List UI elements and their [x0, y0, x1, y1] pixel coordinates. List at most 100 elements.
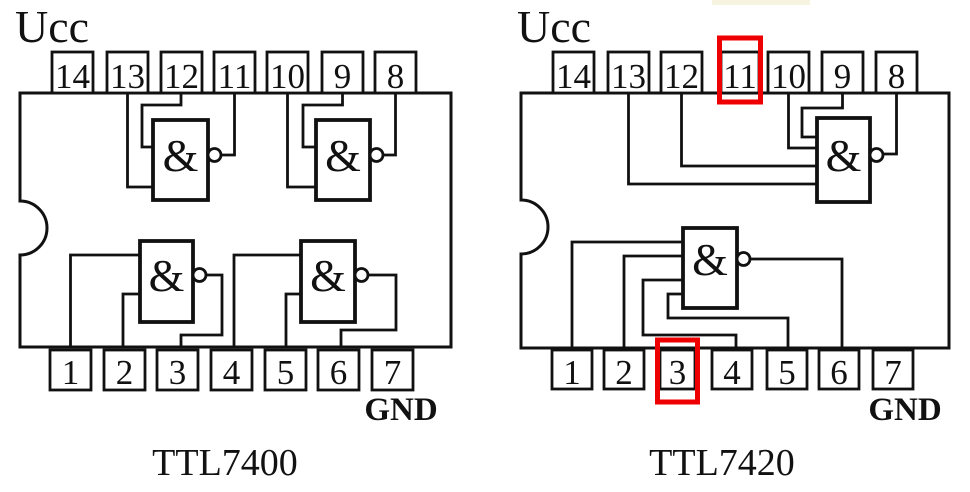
- pin-box: [606, 50, 651, 95]
- gate-box: [138, 239, 195, 324]
- pin-8: 8: [874, 50, 919, 96]
- pin-9: 9: [820, 50, 865, 96]
- pin-box: [159, 50, 204, 95]
- ic-body: [519, 91, 951, 350]
- pin-13: 13: [606, 50, 651, 96]
- pin-box: [550, 348, 594, 391]
- gate-box: [299, 239, 357, 324]
- pin-label: 12: [164, 57, 199, 96]
- wire-pin5-to-gate4: [284, 292, 301, 347]
- gate-box: [151, 118, 210, 202]
- pin-label: 12: [664, 57, 699, 96]
- pin-label: 1: [62, 353, 80, 392]
- and-symbol: &: [163, 130, 199, 181]
- pin-box: [766, 50, 811, 95]
- pin-label: 4: [723, 353, 741, 392]
- wire-pin12-to-gate1: [140, 93, 183, 149]
- pin-10: 10: [766, 50, 811, 96]
- wire-gateA-to-pin8: [883, 93, 898, 156]
- wire-pin12-to-gateA: [680, 93, 817, 168]
- gate-box: [815, 116, 872, 204]
- pin-1: 1: [48, 348, 93, 392]
- pin-5: 5: [263, 348, 308, 392]
- pin-box: [602, 348, 646, 391]
- pin-box: [820, 50, 865, 95]
- gate-box: [681, 226, 739, 310]
- pin-box: [320, 50, 365, 95]
- pin-7: 7: [370, 348, 415, 392]
- pin-label: 2: [615, 353, 633, 392]
- wire-pin10-to-gateA: [787, 93, 817, 150]
- pin-4: 4: [710, 348, 754, 392]
- pin-label: 9: [334, 57, 352, 96]
- pin-box: [212, 50, 257, 95]
- pin-label: 14: [55, 57, 90, 96]
- ic-body: [18, 91, 453, 349]
- inversion-bubble: [206, 147, 223, 163]
- pin-5: 5: [765, 348, 809, 392]
- pin-7: 7: [871, 348, 915, 392]
- pin-label: 13: [110, 57, 145, 96]
- and-symbol: &: [149, 250, 185, 301]
- pin-10: 10: [265, 50, 310, 96]
- pin-label: 2: [116, 353, 134, 392]
- wire-pin4-to-gateB: [641, 278, 738, 348]
- pin-label: 4: [223, 353, 241, 392]
- pin-box: [105, 50, 150, 95]
- pin-box: [48, 348, 93, 392]
- pin-4: 4: [209, 348, 254, 392]
- wire-pin5-to-gateB: [666, 292, 790, 348]
- pin-label: 7: [384, 353, 402, 392]
- inversion-bubble: [735, 251, 752, 267]
- wire-pin9-to-gateA: [800, 93, 844, 139]
- pin-box: [871, 348, 915, 391]
- wire-pin2-to-gateB: [622, 254, 683, 348]
- pin-box: [102, 348, 147, 392]
- highlight-box-pin-11: [717, 35, 763, 105]
- pin-box: [370, 348, 415, 392]
- pin-label: 10: [771, 57, 806, 96]
- pin-box: [373, 50, 418, 95]
- and-symbol: &: [325, 130, 361, 181]
- pin-2: 2: [102, 348, 147, 392]
- pin-9: 9: [320, 50, 365, 96]
- caption: TTL7400: [152, 442, 298, 484]
- pin-label: 11: [218, 57, 252, 96]
- pin-label: 13: [611, 57, 646, 96]
- ttl7400-diagram: Ucc & & &: [15, 1, 453, 484]
- pin-14: 14: [551, 50, 596, 96]
- pin-box: [710, 348, 754, 391]
- pin-12: 12: [159, 50, 204, 96]
- highlight-box-pin-3: [655, 337, 700, 405]
- pin-box: [817, 348, 861, 391]
- pin-6: 6: [316, 348, 361, 392]
- gnd-label: GND: [868, 392, 941, 428]
- pin-box: [551, 50, 596, 95]
- pin-label: 9: [834, 57, 852, 96]
- pin-box: [263, 348, 308, 392]
- pin-label: 1: [563, 353, 581, 392]
- wire-gate3-to-pin3: [179, 273, 224, 347]
- scan-smudge: [712, 0, 810, 5]
- inversion-bubble: [191, 267, 208, 283]
- caption: TTL7420: [649, 442, 795, 484]
- ucc-label: Ucc: [15, 1, 89, 52]
- pin-13: 13: [105, 50, 150, 96]
- pin-box: [874, 50, 919, 95]
- pin-box: [265, 50, 310, 95]
- pin-11: 11: [719, 50, 761, 96]
- nand-gate-B: &: [681, 226, 752, 310]
- pin-box: [155, 348, 200, 392]
- pin-box: [209, 348, 254, 392]
- pin-label: 14: [556, 57, 591, 96]
- wire-pin4-to-gate4: [232, 253, 301, 347]
- wire-pin2-to-gate3: [121, 292, 140, 347]
- pin-box: [765, 348, 809, 391]
- nand-gate-4: &: [299, 239, 370, 324]
- inversion-bubble: [368, 147, 385, 163]
- gnd-label: GND: [364, 392, 437, 428]
- pin-14: 14: [50, 50, 95, 96]
- wire-gate4-to-pin6: [339, 273, 398, 347]
- pin-label: 3: [169, 353, 187, 392]
